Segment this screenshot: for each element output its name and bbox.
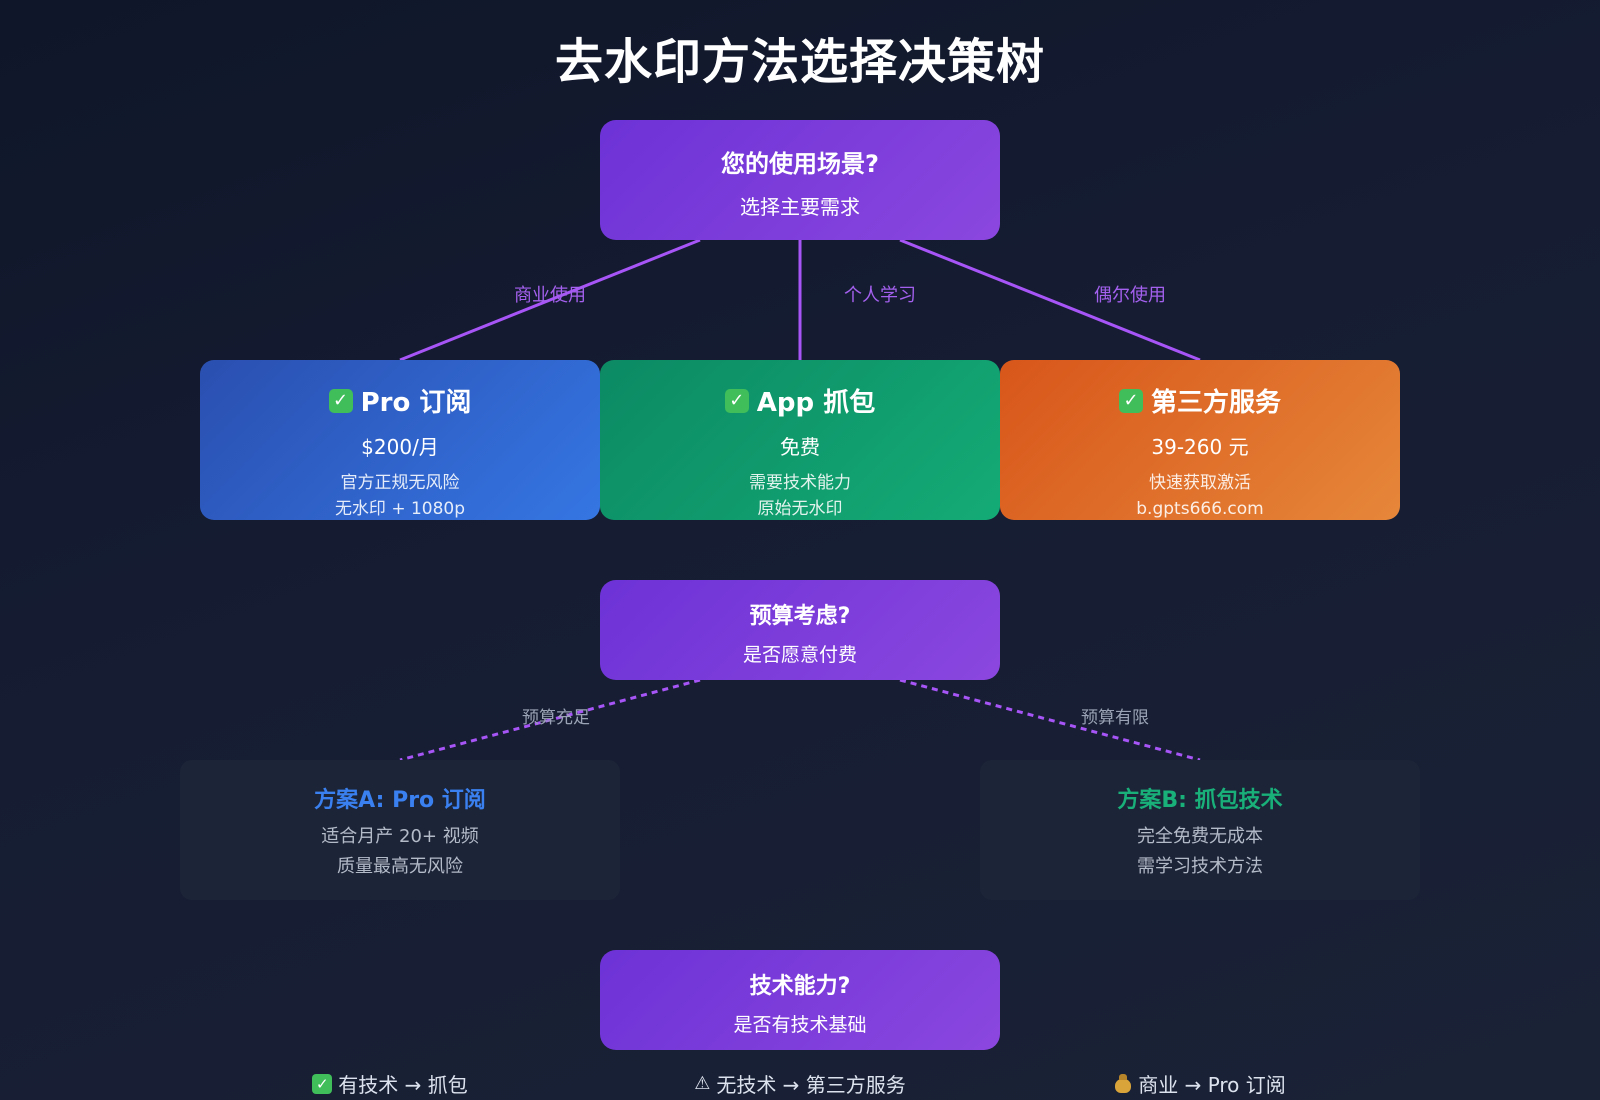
plan-detail: 需学习技术方法 [1137, 856, 1263, 877]
question-budget: 预算考虑? 是否愿意付费 [600, 580, 1000, 680]
option-price: 39-260 元 [1151, 435, 1249, 459]
outcome-has-tech: ✓ 有技术 → 抓包 [210, 1069, 570, 1098]
plan-a: 方案A: Pro 订阅 适合月产 20+ 视频 质量最高无风险 [180, 760, 620, 900]
warning-icon: ⚠ [694, 1073, 711, 1094]
question-subtitle: 是否有技术基础 [733, 1014, 867, 1036]
edge-budget-limited [899, 678, 1201, 762]
edge-label-commercial: 商业使用 [514, 285, 586, 306]
question-subtitle: 选择主要需求 [740, 195, 860, 219]
check-icon: ✓ [312, 1073, 333, 1094]
plan-title: 方案B: 抓包技术 [1117, 788, 1283, 813]
outcome-text: 商业 → Pro 订阅 [1138, 1073, 1286, 1097]
option-title: 第三方服务 [1150, 388, 1281, 418]
edge-label-occasional: 偶尔使用 [1094, 285, 1166, 306]
option-title: App 抓包 [756, 388, 876, 418]
question-usage-scenario: 您的使用场景? 选择主要需求 [600, 120, 1000, 240]
outcome-text: 无技术 → 第三方服务 [716, 1073, 906, 1097]
page-title: 去水印方法选择决策树 [554, 34, 1045, 90]
edge-label-personal: 个人学习 [844, 285, 916, 306]
option-third-party: ✓ 第三方服务 39-260 元 快速获取激活 b.gpts666.com [1000, 360, 1400, 520]
option-detail: 无水印 + 1080p [334, 499, 466, 519]
option-price: $200/月 [361, 435, 439, 459]
option-pro-subscription: ✓ Pro 订阅 $200/月 官方正规无风险 无水印 + 1080p [200, 360, 600, 520]
question-title: 预算考虑? [749, 604, 851, 629]
question-tech-ability: 技术能力? 是否有技术基础 [600, 950, 1000, 1050]
option-detail: 快速获取激活 [1149, 473, 1251, 493]
option-app-capture: ✓ App 抓包 免费 需要技术能力 原始无水印 [600, 360, 1000, 520]
outcome-no-tech: ⚠ 无技术 → 第三方服务 [620, 1069, 980, 1098]
option-detail: b.gpts666.com [1136, 499, 1264, 519]
question-title: 技术能力? [749, 974, 851, 999]
option-price: 免费 [780, 435, 820, 459]
check-icon: ✓ [1118, 388, 1143, 413]
option-detail: 原始无水印 [757, 499, 843, 519]
option-title: Pro 订阅 [360, 388, 472, 418]
money-bag-icon [1114, 1073, 1132, 1094]
edge-label-budget-ample: 预算充足 [522, 708, 590, 728]
option-detail: 官方正规无风险 [340, 473, 460, 493]
plan-b: 方案B: 抓包技术 完全免费无成本 需学习技术方法 [980, 760, 1420, 900]
outcome-commercial: 商业 → Pro 订阅 [1020, 1069, 1380, 1098]
question-subtitle: 是否愿意付费 [742, 644, 857, 666]
outcome-text: 有技术 → 抓包 [338, 1073, 468, 1097]
plan-detail: 完全免费无成本 [1137, 826, 1263, 847]
edge-budget-ample [399, 678, 701, 762]
question-title: 您的使用场景? [721, 150, 879, 178]
check-icon: ✓ [724, 388, 749, 413]
option-detail: 需要技术能力 [749, 473, 851, 493]
edge-commercial [399, 238, 701, 362]
edge-occasional [899, 238, 1201, 362]
check-icon: ✓ [328, 388, 353, 413]
plan-title: 方案A: Pro 订阅 [314, 788, 486, 813]
edge-label-budget-limited: 预算有限 [1081, 708, 1149, 728]
plan-detail: 质量最高无风险 [337, 856, 463, 877]
plan-detail: 适合月产 20+ 视频 [321, 826, 479, 847]
